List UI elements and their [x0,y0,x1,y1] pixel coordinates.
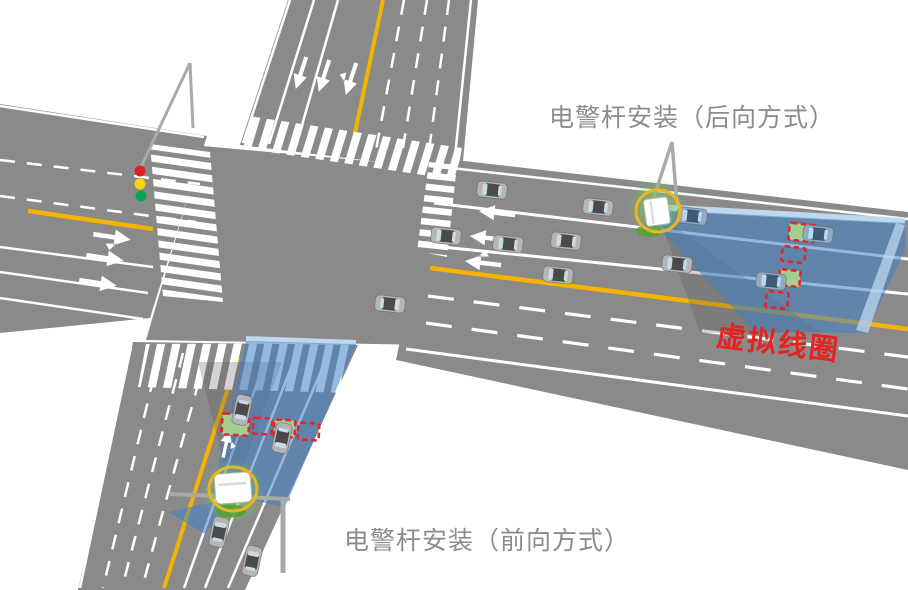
camera-south-front-facing [169,459,291,573]
car-detected [801,223,835,245]
crosswalk-north [242,116,462,180]
camera-east-rear-facing [627,141,685,237]
camera-housing [213,471,253,505]
car [549,230,583,252]
car [429,225,463,247]
car [660,253,694,275]
car [541,264,575,286]
yellow-line-west [27,208,154,232]
car [373,293,407,315]
green-light [135,190,147,202]
camera-highlight-ring [634,188,682,234]
car [475,179,509,201]
virtual-loop [251,416,274,436]
crosswalk-west [150,144,223,302]
red-light [134,165,146,177]
traffic-light-pole [139,62,195,168]
label-front-install: 电警杆安装（前向方式） [344,526,630,555]
traffic-light [134,62,195,202]
yellow-line-south [162,356,240,589]
car [491,233,525,255]
virtual-loop [780,244,807,265]
camera-highlight-ring [207,465,259,513]
camera-housing [643,196,671,227]
intersection-center [146,146,467,345]
car-detected [754,270,788,292]
yellow-line-north [350,0,385,148]
label-rear-install: 电警杆安装（后向方式） [549,103,835,132]
virtual-loop [764,289,790,311]
yellow-light [134,178,146,190]
car [581,196,615,218]
